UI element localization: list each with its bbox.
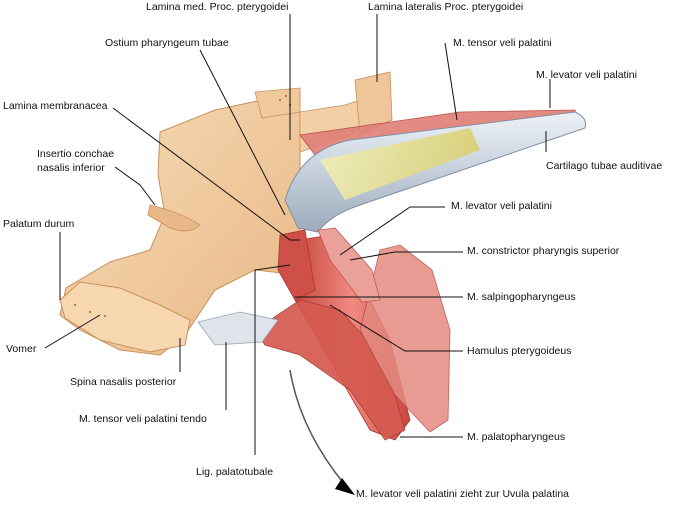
- label-salpingo: M. salpingopharyngeus: [467, 291, 576, 303]
- label-lig: Lig. palatotubale: [196, 466, 274, 478]
- label-lamina-membr: Lamina membranacea: [3, 100, 108, 112]
- label-lamina-med: Lamina med. Proc. pterygoidei: [146, 1, 289, 13]
- muscle-group: [254, 227, 451, 441]
- label-constrictor: M. constrictor pharyngis superior: [467, 245, 620, 257]
- uvula-arrow: [289, 369, 346, 486]
- label-levator-top: M. levator veli palatini: [536, 69, 637, 81]
- tensor-tendon: [197, 311, 279, 346]
- label-uvula: M. levator veli palatini zieht zur Uvula…: [356, 488, 570, 500]
- label-palatum: Palatum durum: [3, 218, 75, 230]
- label-insertio-1: Insertio conchae: [37, 148, 115, 160]
- leader-lines: [44, 14, 551, 455]
- label-spina: Spina nasalis posterior: [70, 376, 177, 388]
- auditory-tube: [284, 111, 586, 233]
- label-hamulus: Hamulus pterygoideus: [467, 345, 572, 357]
- label-cartilago: Cartilago tubae auditivae: [546, 160, 663, 172]
- label-lamina-lat: Lamina lateralis Proc. pterygoidei: [368, 1, 524, 13]
- label-levator-mid: M. levator veli palatini: [451, 200, 552, 212]
- uvula-arrowhead: [335, 478, 355, 495]
- label-insertio-2: nasalis inferior: [37, 162, 105, 174]
- label-palatopharyngeus: M. palatopharyngeus: [467, 431, 566, 443]
- label-tensor-tendo: M. tensor veli palatini tendo: [79, 413, 207, 425]
- label-tensor-top: M. tensor veli palatini: [453, 37, 552, 49]
- label-vomer: Vomer: [6, 343, 37, 355]
- label-ostium: Ostium pharyngeum tubae: [105, 37, 229, 49]
